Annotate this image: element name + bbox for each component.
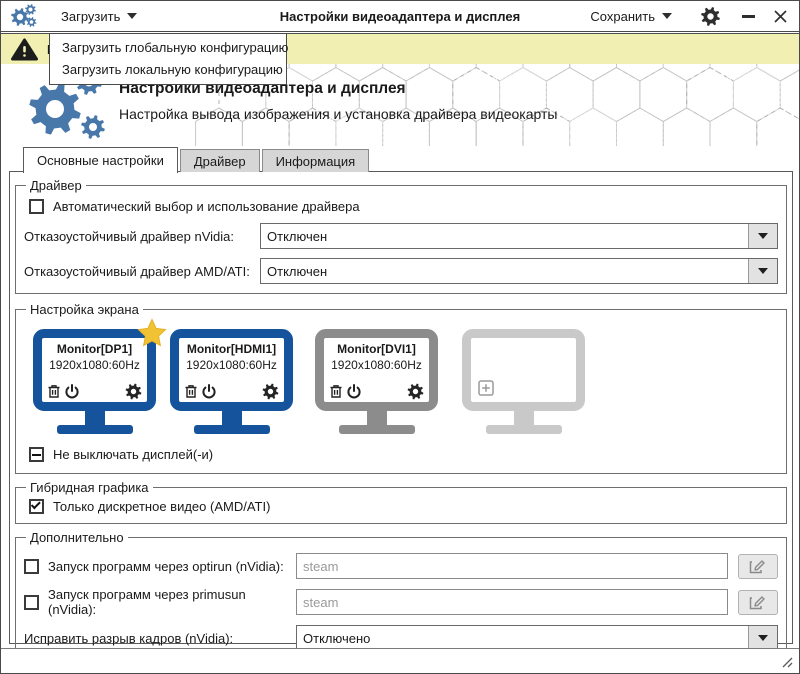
trash-icon[interactable] xyxy=(47,384,61,399)
chevron-down-icon xyxy=(662,13,672,19)
menu-item-load-global[interactable]: Загрузить глобальную конфигурацию xyxy=(62,40,289,55)
save-menu-button[interactable]: Сохранить xyxy=(580,5,682,28)
pencil-icon xyxy=(749,559,765,573)
discrete-video-checkbox[interactable] xyxy=(29,499,44,514)
settings-gear-button[interactable] xyxy=(700,6,721,27)
plus-square-icon[interactable] xyxy=(478,380,495,397)
warning-icon xyxy=(11,38,38,60)
discrete-video-label: Только дискретное видео (AMD/ATI) xyxy=(53,499,271,514)
dropdown-button[interactable] xyxy=(748,224,777,248)
hybrid-group-title: Гибридная графика xyxy=(30,480,149,495)
amd-failsafe-label: Отказоустойчивый драйвер AMD/ATI: xyxy=(24,263,250,279)
chevron-down-icon xyxy=(758,268,768,274)
chevron-down-icon xyxy=(758,635,768,641)
dropdown-button[interactable] xyxy=(748,626,777,650)
title-bar: Загрузить Настройки видеоадаптера и дисп… xyxy=(1,1,799,32)
auto-driver-checkbox[interactable] xyxy=(29,199,44,214)
nvidia-failsafe-select[interactable]: Отключен xyxy=(260,223,778,249)
load-menu-button[interactable]: Загрузить xyxy=(51,5,147,28)
gears-logo-icon xyxy=(29,69,105,139)
tab-bar: Основные настройки Драйвер Информация xyxy=(23,146,370,173)
resize-grip-icon[interactable] xyxy=(778,653,794,669)
close-icon xyxy=(773,9,787,23)
driver-group: Драйвер Автоматический выбор и использов… xyxy=(15,178,787,294)
pencil-icon xyxy=(749,595,765,609)
optirun-checkbox[interactable] xyxy=(24,558,39,574)
screen-group: Настройка экрана Monitor[DP1] 1920x1080:… xyxy=(15,302,787,474)
amd-failsafe-select[interactable]: Отключен xyxy=(260,258,778,284)
nvidia-failsafe-label: Отказоустойчивый драйвер nVidia: xyxy=(24,228,234,244)
gear-icon xyxy=(701,6,720,26)
tearing-fix-select[interactable]: Отключено xyxy=(296,625,778,651)
extra-group-title: Дополнительно xyxy=(30,530,124,545)
primusun-command-input[interactable] xyxy=(296,589,728,615)
dropdown-button[interactable] xyxy=(748,259,777,283)
tab-main-settings[interactable]: Основные настройки xyxy=(23,147,178,173)
banner: Настройки видеоадаптера и дисплея Настро… xyxy=(1,64,799,146)
gear-icon[interactable] xyxy=(125,383,142,400)
power-icon[interactable] xyxy=(346,384,362,399)
tab-panel: Драйвер Автоматический выбор и использов… xyxy=(9,171,793,661)
monitor-tile-add[interactable] xyxy=(462,329,585,434)
trash-icon[interactable] xyxy=(329,384,343,399)
hybrid-group: Гибридная графика Только дискретное виде… xyxy=(15,480,787,524)
minimize-button[interactable] xyxy=(735,3,761,29)
keep-display-on-label: Не выключать дисплей(-и) xyxy=(53,447,214,462)
optirun-label: Запуск программ через optirun (nVidia): xyxy=(48,558,284,574)
load-menu-label: Загрузить xyxy=(61,8,121,24)
primary-star-icon xyxy=(137,318,167,347)
chevron-down-icon xyxy=(758,233,768,239)
status-bar xyxy=(1,648,799,673)
primusun-edit-button[interactable] xyxy=(738,589,778,615)
tab-driver[interactable]: Драйвер xyxy=(179,149,260,172)
page-subtitle: Настройка вывода изображения и установка… xyxy=(119,106,558,122)
optirun-edit-button[interactable] xyxy=(738,553,778,579)
save-menu-label: Сохранить xyxy=(590,8,655,24)
auto-driver-label: Автоматический выбор и использование дра… xyxy=(53,199,360,214)
indeterminate-mark xyxy=(32,453,41,456)
menu-item-load-local[interactable]: Загрузить локальную конфигурацию xyxy=(62,62,283,77)
primusun-label: Запуск программ через primusun (nVidia): xyxy=(48,587,246,617)
monitor-tile-dvi1[interactable]: Monitor[DVI1] 1920x1080:60Hz xyxy=(315,329,438,434)
close-button[interactable] xyxy=(765,3,795,29)
gear-icon[interactable] xyxy=(407,383,424,400)
monitor-tile-dp1[interactable]: Monitor[DP1] 1920x1080:60Hz xyxy=(33,318,167,434)
optirun-command-input[interactable] xyxy=(296,553,728,579)
trash-icon[interactable] xyxy=(184,384,198,399)
driver-group-title: Драйвер xyxy=(30,178,82,193)
chevron-down-icon xyxy=(127,13,138,19)
power-icon[interactable] xyxy=(201,384,217,399)
monitor-list: Monitor[DP1] 1920x1080:60Hz xyxy=(24,317,778,434)
monitor-tile-hdmi1[interactable]: Monitor[HDMI1] 1920x1080:60Hz xyxy=(170,329,293,434)
app-logo-gears-icon xyxy=(11,4,37,27)
extra-group: Дополнительно Запуск программ через opti… xyxy=(15,530,787,661)
primusun-checkbox[interactable] xyxy=(24,594,39,610)
check-mark xyxy=(30,499,41,510)
load-dropdown-menu: Загрузить глобальную конфигурацию Загруз… xyxy=(49,33,289,85)
minimize-icon xyxy=(741,14,755,18)
screen-group-title: Настройка экрана xyxy=(30,302,139,317)
power-icon[interactable] xyxy=(64,384,80,399)
keep-display-on-checkbox[interactable] xyxy=(29,447,44,462)
tab-information[interactable]: Информация xyxy=(261,149,370,172)
tearing-fix-label: Исправить разрыв кадров (nVidia): xyxy=(24,630,234,646)
gear-icon[interactable] xyxy=(262,383,279,400)
